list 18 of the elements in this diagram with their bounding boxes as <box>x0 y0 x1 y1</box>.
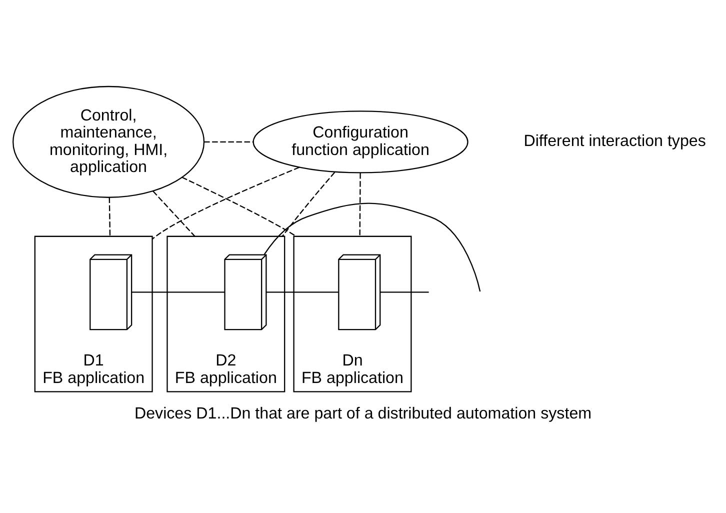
cluster: Dn FB application <box>293 235 412 392</box>
label: Different interaction types <box>524 132 706 150</box>
connector <box>264 202 481 292</box>
node-ellipse: Configuration function application <box>252 110 468 173</box>
connector <box>182 176 296 236</box>
connector <box>359 172 361 236</box>
connector <box>108 196 111 236</box>
connector <box>204 140 253 142</box>
connector <box>152 190 196 236</box>
connector <box>132 291 225 292</box>
cluster: D1 FB application <box>34 235 153 392</box>
cluster: D2 FB application <box>166 235 286 392</box>
connector <box>152 166 300 240</box>
connector <box>266 291 338 292</box>
node-ellipse: Control, maintenance, monitoring, HMI, application <box>12 85 205 198</box>
connector <box>380 291 429 292</box>
caption: Devices D1...Dn that are part of a distributed automation system <box>134 404 592 422</box>
connector <box>282 171 336 236</box>
